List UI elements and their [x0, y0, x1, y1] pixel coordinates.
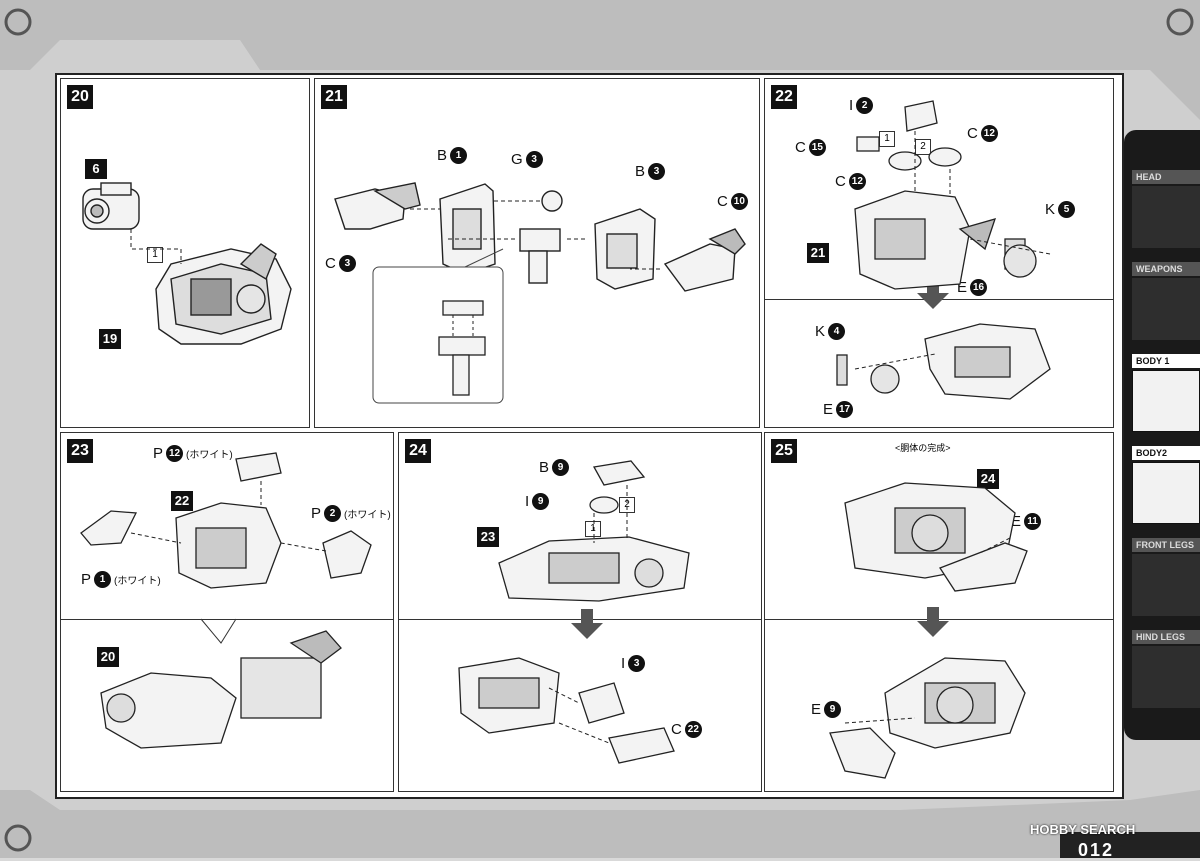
step-22-drawing	[836, 100, 1051, 400]
step-20-drawing	[82, 182, 292, 345]
front-legs-thumbnail-icon	[1132, 554, 1200, 616]
part-ref-badge: 21	[807, 243, 829, 263]
body-2-thumbnail-icon	[1132, 462, 1200, 524]
page-number: 012	[1078, 840, 1115, 860]
tab-hind-legs[interactable]: HIND LEGS	[1132, 630, 1200, 644]
sequence-marker: 1	[147, 247, 163, 263]
divider	[765, 619, 1113, 620]
step-25-drawing	[829, 482, 1028, 779]
body-1-thumbnail-icon	[1132, 370, 1200, 432]
tab-body-1[interactable]: BODY 1	[1132, 354, 1200, 368]
step-21-drawing	[334, 182, 746, 404]
step-23-drawing	[80, 452, 372, 749]
weapons-thumbnail-icon	[1132, 278, 1200, 340]
tab-body-2[interactable]: BODY2	[1132, 446, 1200, 460]
tab-front-legs[interactable]: FRONT LEGS	[1132, 538, 1200, 552]
step-20-panel: 20 6 1 19	[60, 78, 310, 428]
step-number: 21	[321, 85, 347, 109]
completion-caption: <胴体の完成>	[895, 443, 951, 453]
watermark: HOBBY SEARCH	[1030, 822, 1136, 837]
part-ref-badge: 22	[171, 491, 193, 511]
part-ref-badge: 6	[85, 159, 107, 179]
tab-head[interactable]: HEAD	[1132, 170, 1200, 184]
sequence-marker: 1	[585, 521, 601, 537]
part-ref-badge: 19	[99, 329, 121, 349]
sequence-marker: 2	[619, 497, 635, 513]
divider	[399, 619, 761, 620]
hind-legs-thumbnail-icon	[1132, 646, 1200, 708]
step-number: 20	[67, 85, 93, 109]
part-ref-badge: 20	[97, 647, 119, 667]
step-24-drawing	[458, 460, 690, 764]
head-thumbnail-icon	[1132, 186, 1200, 248]
step-number: 25	[771, 439, 797, 463]
tab-weapons[interactable]: WEAPONS	[1132, 262, 1200, 276]
step-number: 23	[67, 439, 93, 463]
part-ref-badge: 23	[477, 527, 499, 547]
step-number: 24	[405, 439, 431, 463]
down-arrow-icon	[917, 607, 949, 637]
step-number: 22	[771, 85, 797, 109]
down-arrow-icon	[571, 609, 603, 639]
divider	[61, 619, 393, 620]
part-ref-badge: 24	[977, 469, 999, 489]
section-sidebar: HEAD WEAPONS BODY 1 BODY2 FRONT LEGS HIN…	[1124, 130, 1200, 740]
step-21-panel: 21 B1 G3 B3 C10 C3 C8 C9	[314, 78, 760, 428]
